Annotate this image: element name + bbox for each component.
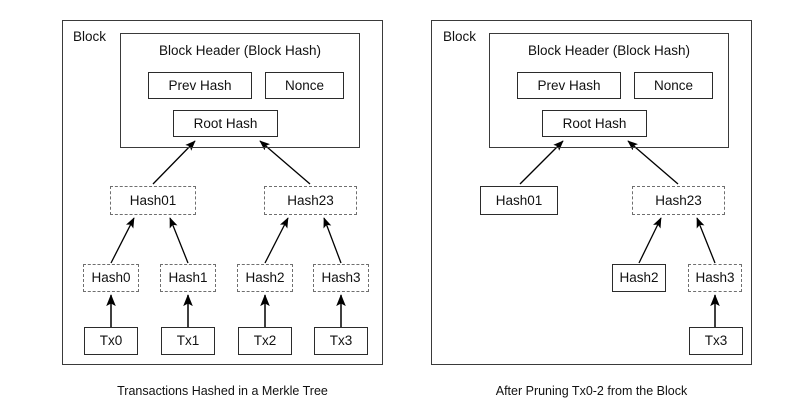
nonce-box-left: Nonce (265, 72, 344, 99)
block-header-title-right: Block Header (Block Hash) (527, 43, 691, 58)
prev-hash-box-right: Prev Hash (517, 72, 621, 99)
caption-left: Transactions Hashed in a Merkle Tree (117, 384, 328, 398)
hash01-box-right: Hash01 (480, 186, 558, 215)
hash2-box-right: Hash2 (612, 264, 666, 292)
hash3-box-right: Hash3 (688, 264, 742, 292)
prev-hash-box-left: Prev Hash (148, 72, 252, 99)
block-header-box-left (120, 33, 360, 148)
tx0-box: Tx0 (84, 327, 138, 355)
tx3-box-right: Tx3 (689, 327, 743, 355)
hash23-box-right: Hash23 (632, 186, 725, 215)
block-header-title-left: Block Header (Block Hash) (158, 43, 322, 58)
nonce-box-right: Nonce (634, 72, 713, 99)
caption-right: After Pruning Tx0-2 from the Block (495, 384, 688, 398)
hash23-box-left: Hash23 (264, 186, 357, 215)
root-hash-box-left: Root Hash (173, 110, 278, 137)
tx3-box: Tx3 (314, 327, 368, 355)
hash0-box-left: Hash0 (83, 264, 139, 292)
block-label-left: Block (73, 29, 107, 44)
hash1-box-left: Hash1 (160, 264, 216, 292)
hash3-box-left: Hash3 (313, 264, 369, 292)
block-header-box-right (489, 33, 729, 148)
hash01-box-left: Hash01 (110, 186, 196, 215)
block-panel-left (62, 20, 383, 365)
root-hash-box-right: Root Hash (542, 110, 647, 137)
hash2-box-left: Hash2 (237, 264, 293, 292)
block-panel-right (431, 20, 752, 365)
block-label-right: Block (443, 29, 477, 44)
tx2-box: Tx2 (238, 327, 292, 355)
tx1-box: Tx1 (161, 327, 215, 355)
